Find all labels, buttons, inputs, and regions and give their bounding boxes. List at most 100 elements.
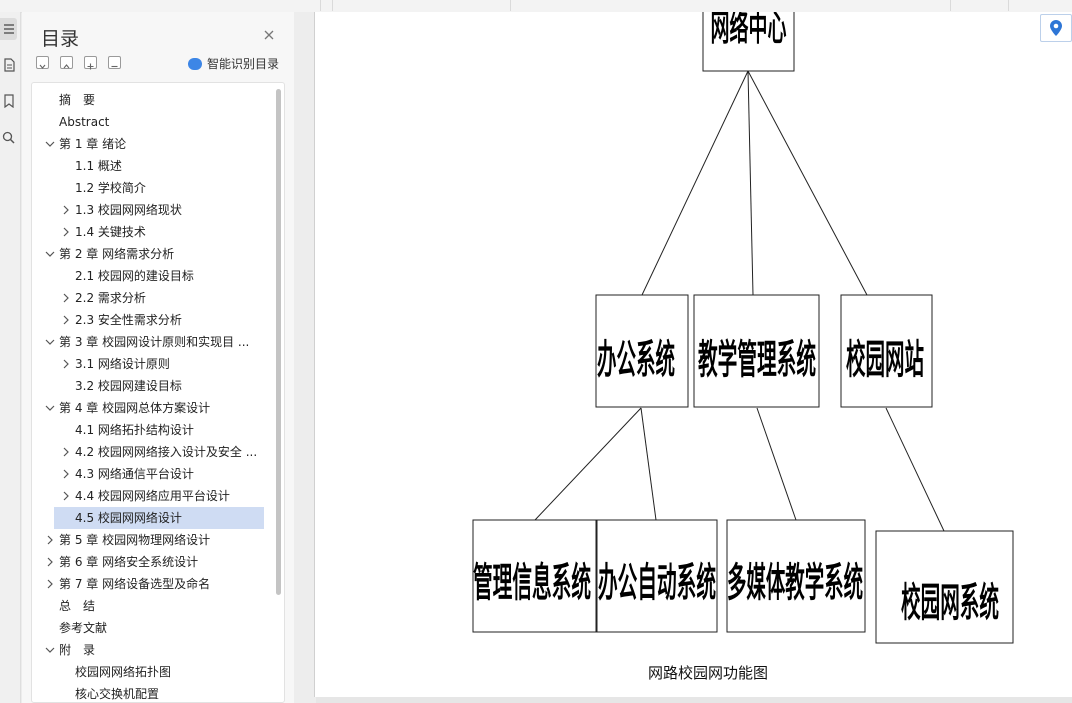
toc-item-label: 第 1 章 绪论 [59, 137, 127, 151]
toc-item-label: 总 结 [59, 599, 96, 613]
toc-item[interactable]: 2.1 校园网的建设目标 [32, 265, 272, 287]
node-office-automation [596, 519, 718, 633]
chevron-right-icon[interactable] [44, 551, 56, 573]
toc-item[interactable]: 第 7 章 网络设备选型及命名 [32, 573, 272, 595]
node-root-label: 网络中心 [711, 12, 787, 49]
toc-item-label: 2.2 需求分析 [75, 291, 146, 305]
toc-icon[interactable] [0, 18, 17, 40]
node-campus-website [840, 294, 933, 408]
toc-item[interactable]: 第 1 章 绪论 [32, 133, 272, 155]
toc-item[interactable]: 1.1 概述 [32, 155, 272, 177]
toolbar-divider [950, 0, 951, 11]
chevron-right-icon[interactable] [60, 353, 72, 375]
node-campus-network-label: 校园网系统 [901, 579, 999, 626]
toc-item[interactable]: 核心交换机配置 [32, 683, 272, 702]
connector-line [885, 407, 945, 532]
chevron-down-icon[interactable] [44, 133, 56, 155]
toc-panel: 目录 智能识别目录 摘 要 Abstract 第 1 章 绪论 1.1 概述 1.2 学… [22, 12, 294, 703]
toc-item-label: 核心交换机配置 [75, 687, 160, 701]
toc-item[interactable]: 第 6 章 网络安全系统设计 [32, 551, 272, 573]
toc-item[interactable]: 校园网网络拓扑图 [32, 661, 272, 683]
toc-item-label: 4.4 校园网网络应用平台设计 [75, 489, 230, 503]
node-multimedia-teaching-label: 多媒体教学系统 [727, 559, 863, 606]
toc-item[interactable]: 4.4 校园网网络应用平台设计 [32, 485, 272, 507]
chevron-right-icon[interactable] [60, 309, 72, 331]
toc-item-label: 摘 要 [59, 93, 96, 107]
toolbar-divider [332, 0, 333, 11]
chevron-right-icon[interactable] [60, 485, 72, 507]
search-icon[interactable] [0, 126, 17, 148]
toc-item[interactable]: 4.5 校园网网络设计 [54, 507, 264, 529]
toc-item-label: 第 5 章 校园网物理网络设计 [59, 533, 211, 547]
toc-scrollbar[interactable] [276, 89, 281, 595]
left-icon-bar [0, 12, 21, 703]
chevron-right-icon[interactable] [60, 287, 72, 309]
chevron-down-icon[interactable] [44, 243, 56, 265]
toolbar-divider [1008, 0, 1009, 11]
toc-item[interactable]: Abstract [32, 111, 272, 133]
toc-item[interactable]: 第 4 章 校园网总体方案设计 [32, 397, 272, 419]
smart-toc-button[interactable]: 智能识别目录 [188, 55, 279, 72]
connector-line [641, 70, 749, 296]
chevron-right-icon[interactable] [60, 221, 72, 243]
toc-item-label: 参考文献 [59, 621, 108, 635]
toc-item-label: 校园网网络拓扑图 [75, 665, 172, 679]
expand-icon[interactable] [60, 56, 73, 69]
bookmark-icon[interactable] [0, 90, 17, 112]
toc-item[interactable]: 2.3 安全性需求分析 [32, 309, 272, 331]
function-diagram: 网络中心 办公系统 教学管理系统 校园网站 管理信息系统 办公自动系统 多媒体教… [472, 12, 1014, 644]
toc-item[interactable]: 4.2 校园网网络接入设计及安全 ... [32, 441, 272, 463]
toc-item[interactable]: 4.3 网络通信平台设计 [32, 463, 272, 485]
toc-item[interactable]: 参考文献 [32, 617, 272, 639]
toc-item[interactable]: 1.4 关键技术 [32, 221, 272, 243]
toc-item-label: 4.2 校园网网络接入设计及安全 ... [75, 445, 258, 459]
toc-item[interactable]: 摘 要 [32, 89, 272, 111]
toc-item-label: 1.4 关键技术 [75, 225, 146, 239]
chevron-right-icon[interactable] [60, 463, 72, 485]
chevron-down-icon[interactable] [44, 639, 56, 661]
chevron-down-icon[interactable] [44, 397, 56, 419]
page-icon[interactable] [0, 54, 17, 76]
toc-item[interactable]: 第 5 章 校园网物理网络设计 [32, 529, 272, 551]
toc-item[interactable]: 3.2 校园网建设目标 [32, 375, 272, 397]
toc-item[interactable]: 1.2 学校简介 [32, 177, 272, 199]
toc-item-label: 2.1 校园网的建设目标 [75, 269, 194, 283]
toc-item-label: 附 录 [59, 643, 96, 657]
location-pin-icon[interactable] [1040, 14, 1072, 42]
collapse-all-icon[interactable] [36, 56, 49, 69]
toc-item[interactable]: 4.1 网络拓扑结构设计 [32, 419, 272, 441]
node-mis [472, 519, 597, 633]
chevron-right-icon[interactable] [60, 441, 72, 463]
toc-item[interactable]: 3.1 网络设计原则 [32, 353, 272, 375]
toc-item-label: 2.3 安全性需求分析 [75, 313, 182, 327]
node-office-automation-label: 办公自动系统 [598, 559, 716, 606]
connector-line [640, 407, 657, 521]
remove-icon[interactable] [108, 56, 121, 69]
connector-line [534, 407, 642, 521]
toc-item-label: 3.2 校园网建设目标 [75, 379, 182, 393]
toc-item[interactable]: 总 结 [32, 595, 272, 617]
panel-title: 目录 [41, 28, 80, 50]
toc-item[interactable]: 第 2 章 网络需求分析 [32, 243, 272, 265]
node-mis-label: 管理信息系统 [473, 559, 591, 606]
close-icon[interactable] [262, 27, 276, 41]
figure-caption: 网路校园网功能图 [648, 664, 769, 682]
toc-item[interactable]: 第 3 章 校园网设计原则和实现目 ... [32, 331, 272, 353]
toc-item[interactable]: 2.2 需求分析 [32, 287, 272, 309]
toc-item-label: 4.5 校园网网络设计 [75, 511, 182, 525]
chevron-right-icon[interactable] [60, 199, 72, 221]
toc-item-label: 第 7 章 网络设备选型及命名 [59, 577, 211, 591]
toc-list-container: 摘 要 Abstract 第 1 章 绪论 1.1 概述 1.2 学校简介 1.3 校园网… [31, 82, 285, 703]
toc-item[interactable]: 1.3 校园网网络现状 [32, 199, 272, 221]
toc-item-label: 4.3 网络通信平台设计 [75, 467, 194, 481]
toc-item[interactable]: 附 录 [32, 639, 272, 661]
toc-item-label: 1.2 学校简介 [75, 181, 146, 195]
add-icon[interactable] [84, 56, 97, 70]
chevron-right-icon[interactable] [44, 529, 56, 551]
node-office-system [595, 294, 689, 408]
smart-toc-label: 智能识别目录 [207, 57, 280, 71]
chevron-right-icon[interactable] [44, 573, 56, 595]
connector-line [756, 407, 797, 521]
chevron-down-icon[interactable] [44, 331, 56, 353]
node-multimedia-teaching [726, 519, 866, 633]
